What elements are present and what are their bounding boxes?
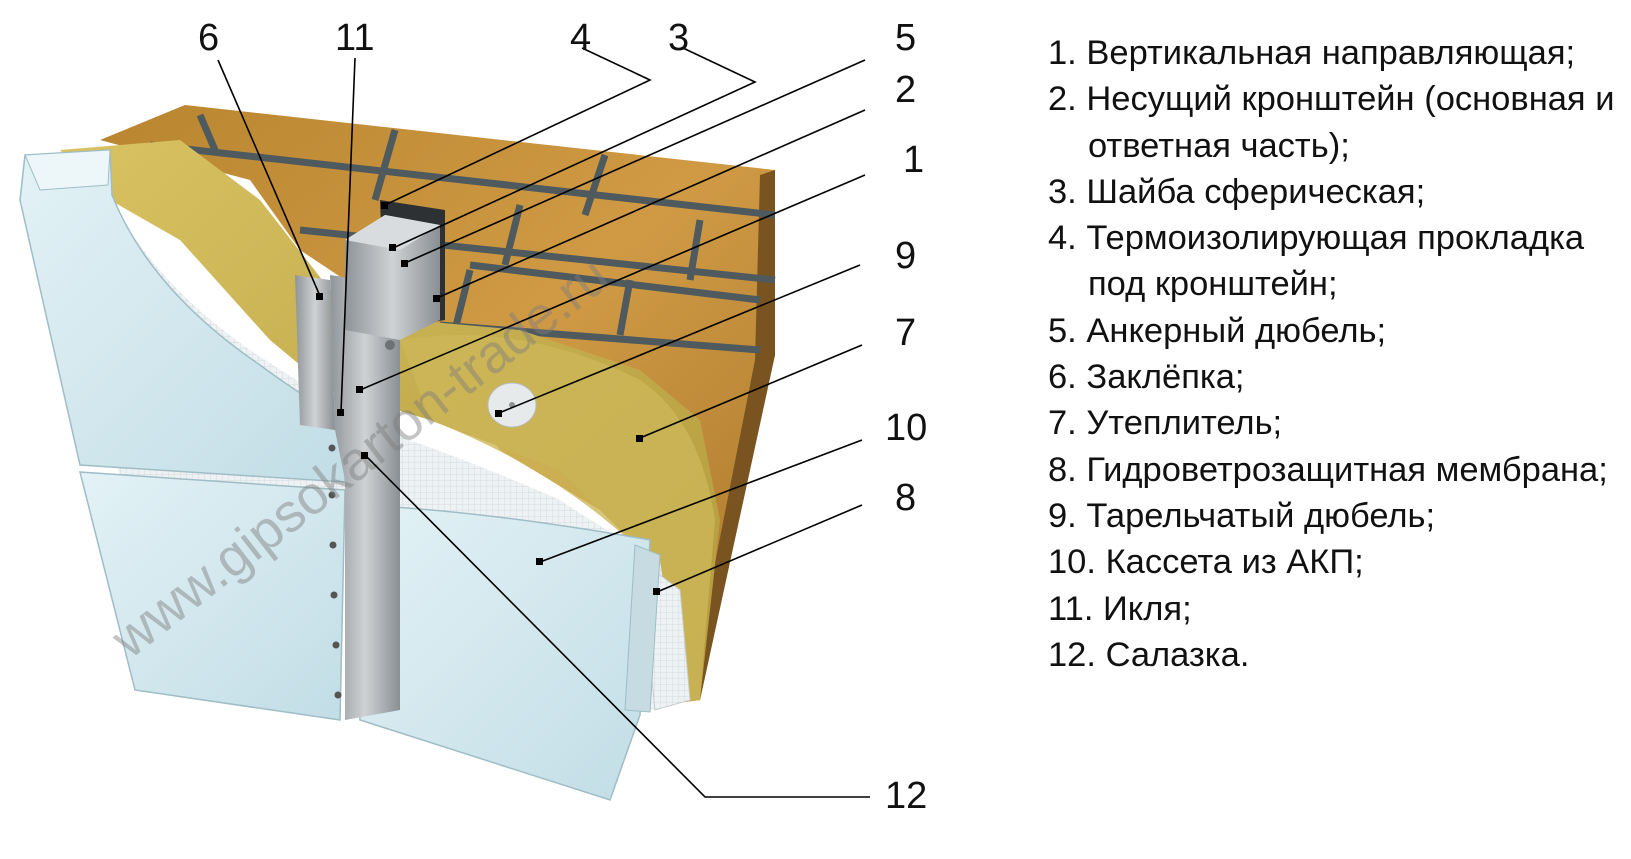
brick-wall (100, 105, 776, 705)
callout-8: 8 (895, 477, 916, 519)
legend-item: 11. Икля; (1048, 589, 1192, 628)
callout-10: 10 (885, 407, 927, 449)
legend-item: 9. Тарельчатый дюбель; (1048, 496, 1436, 535)
legend-item: 3. Шайба сферическая; (1048, 172, 1426, 211)
callout-1: 1 (903, 139, 924, 181)
legend-item: 12. Салазка. (1048, 635, 1250, 674)
callout-12: 12 (885, 775, 927, 817)
legend: 1. Вертикальная направляющая; 2. Несущий… (1048, 30, 1628, 678)
vertical-guide (295, 275, 400, 720)
callout-4: 4 (570, 17, 591, 59)
facade-diagram: www.gipsokarton-trade.ru (19, 17, 927, 817)
callout-9: 9 (895, 235, 916, 277)
legend-item: 6. Заклёпка; (1048, 358, 1245, 397)
insulation-wool (60, 140, 720, 705)
leader-lines (217, 47, 870, 798)
legend-item: 8. Гидроветрозащитная мембрана; (1048, 450, 1608, 489)
legend-item: 5. Анкерный дюбель; (1048, 311, 1387, 350)
callout-2: 2 (895, 69, 916, 111)
legend-item: 1. Вертикальная направляющая; (1048, 34, 1576, 72)
legend-item: 4. Термоизолирующая прокладка под кроншт… (1048, 219, 1585, 304)
callout-11: 11 (335, 17, 374, 59)
callout-3: 3 (668, 17, 689, 59)
acp-panels (19, 149, 661, 801)
callout-5: 5 (895, 17, 916, 59)
callout-numbers: 6 11 4 3 5 2 1 9 7 10 8 12 (198, 17, 927, 817)
legend-item: 2. Несущий кронштейн (основная и ответна… (1048, 80, 1615, 165)
callout-6: 6 (198, 17, 219, 59)
callout-7: 7 (895, 312, 916, 354)
bracket (345, 200, 445, 350)
legend-item: 10. Кассета из АКП; (1048, 543, 1364, 582)
legend-item: 7. Утеплитель; (1048, 404, 1283, 443)
